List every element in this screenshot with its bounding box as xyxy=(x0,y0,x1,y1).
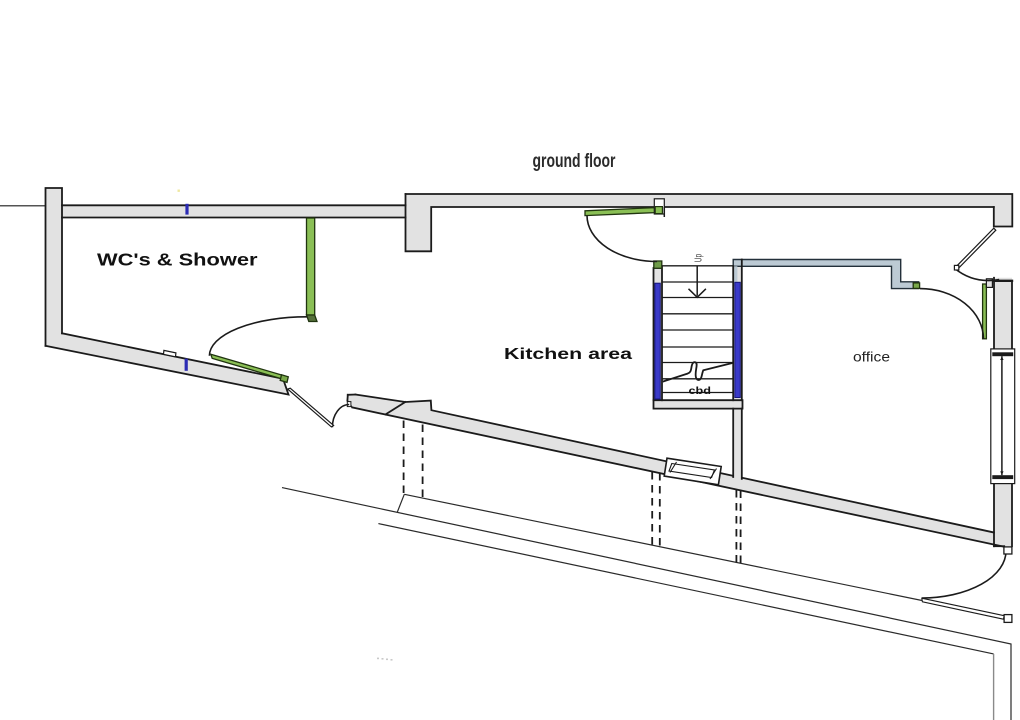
svg-text:cbd: cbd xyxy=(689,385,712,397)
svg-text:ground floor: ground floor xyxy=(533,151,616,172)
svg-text:WC's & Shower: WC's & Shower xyxy=(97,250,258,270)
svg-text:Kitchen area: Kitchen area xyxy=(504,346,632,363)
svg-text:office: office xyxy=(853,348,890,364)
svg-text:Up: Up xyxy=(694,254,705,263)
